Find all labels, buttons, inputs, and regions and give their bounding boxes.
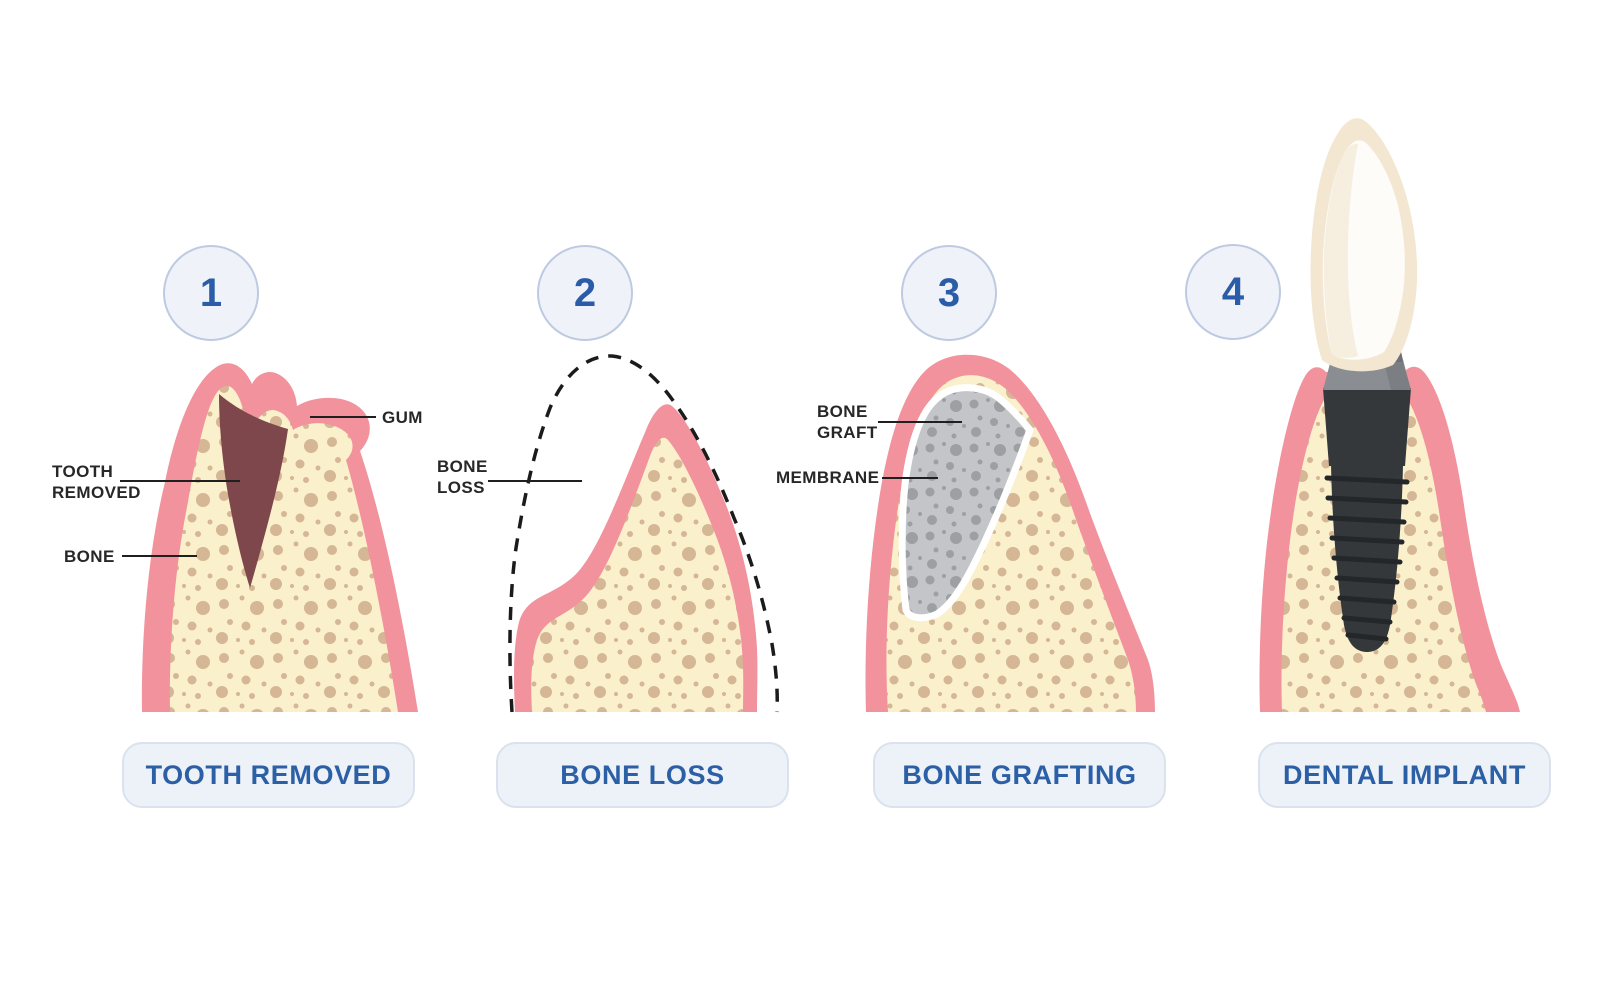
bone-shape — [531, 437, 744, 712]
stage1-art — [141, 363, 419, 712]
step-2-number: 2 — [573, 271, 597, 315]
step-3-number: 3 — [937, 271, 961, 315]
leader-gum — [310, 416, 376, 418]
stage-label-text: BONE LOSS — [560, 759, 725, 790]
callout-bone: BONE — [64, 547, 115, 566]
stage-label-text: BONE GRAFTING — [902, 759, 1137, 790]
step-2-badge: 2 — [537, 245, 633, 341]
step-4-number: 4 — [1221, 270, 1245, 314]
stage4-art — [1259, 118, 1520, 712]
tooth-socket-shape — [219, 394, 288, 588]
callout-bone-graft: BONE GRAFT — [817, 402, 878, 442]
step-3-badge: 3 — [901, 245, 997, 341]
stage-label-dental-implant: DENTAL IMPLANT — [1258, 742, 1551, 808]
leader-bone-graft — [878, 421, 962, 423]
membrane-and-graft-shape — [898, 384, 1034, 622]
leader-bone-loss — [488, 480, 582, 482]
step-1-number: 1 — [199, 271, 223, 315]
stage-label-tooth-removed: TOOTH REMOVED — [122, 742, 415, 808]
abutment-shade — [1384, 362, 1411, 390]
leader-membrane — [882, 477, 938, 479]
stage3-art — [865, 354, 1155, 712]
bone-loss-outline — [508, 354, 779, 713]
leader-tooth-removed — [120, 480, 240, 482]
stage2-art — [508, 354, 779, 713]
step-4-badge: 4 — [1185, 244, 1281, 340]
callout-gum: GUM — [382, 408, 423, 427]
stage-label-bone-grafting: BONE GRAFTING — [873, 742, 1166, 808]
implant-collar — [1323, 388, 1411, 466]
stage-label-bone-loss: BONE LOSS — [496, 742, 789, 808]
crown-shade — [1323, 143, 1358, 358]
step-1-badge: 1 — [163, 245, 259, 341]
callout-membrane: MEMBRANE — [776, 468, 880, 487]
stage-label-text: DENTAL IMPLANT — [1283, 759, 1526, 790]
callout-bone-loss: BONE LOSS — [437, 457, 488, 497]
leader-bone — [122, 555, 197, 557]
callout-tooth-removed: TOOTH REMOVED — [52, 462, 141, 502]
implant-threads — [1324, 475, 1410, 642]
stage-label-text: TOOTH REMOVED — [145, 759, 392, 790]
